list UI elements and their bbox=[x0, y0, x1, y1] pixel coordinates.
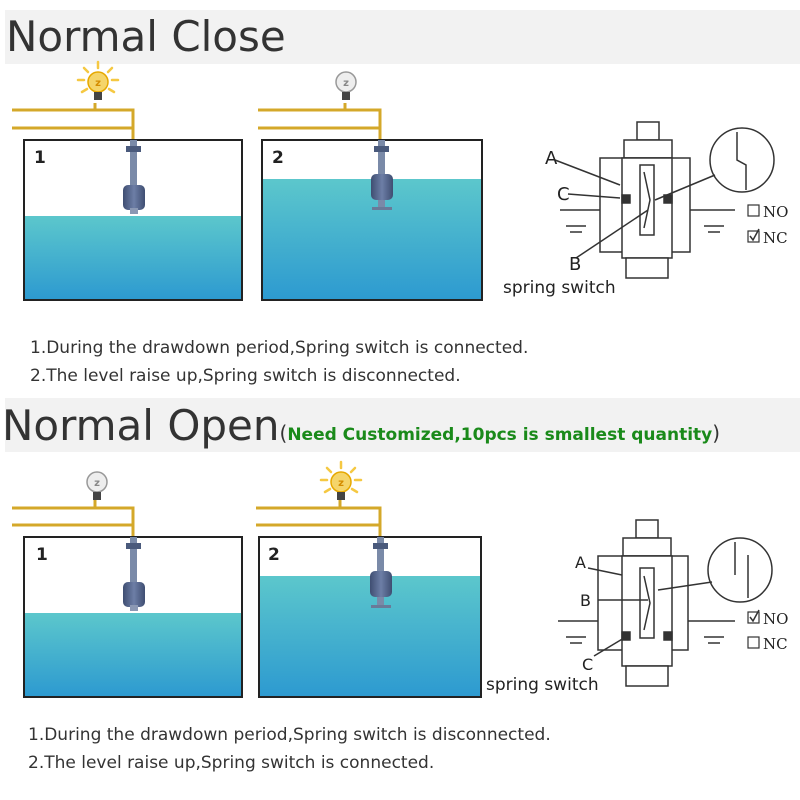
svg-text:z: z bbox=[94, 478, 100, 489]
checkbox-nc-checked: NC bbox=[747, 228, 788, 247]
svg-text:NO: NO bbox=[763, 203, 788, 221]
svg-text:z: z bbox=[343, 78, 349, 89]
panel-number: 2 bbox=[268, 545, 280, 565]
lamp-on-icon: z bbox=[319, 460, 363, 500]
wire bbox=[343, 103, 382, 140]
float-tip bbox=[371, 605, 391, 608]
lamp-off-icon: z bbox=[86, 471, 108, 500]
label-c: C bbox=[557, 184, 570, 205]
float-tip bbox=[372, 207, 392, 210]
label-a: A bbox=[545, 148, 558, 169]
no-switch-schematic bbox=[558, 519, 773, 687]
checkbox-nc: NC bbox=[747, 635, 788, 653]
wire bbox=[12, 500, 97, 510]
water bbox=[25, 613, 241, 696]
panel-number: 2 bbox=[272, 148, 284, 168]
no-description-1: 1.During the drawdown period,Spring swit… bbox=[28, 725, 551, 745]
wire bbox=[93, 103, 135, 140]
svg-text:NC: NC bbox=[763, 229, 788, 247]
nc-description-2: 2.The level raise up,Spring switch is di… bbox=[30, 366, 461, 386]
label-a: A bbox=[575, 553, 586, 572]
normal-close-title: Normal Close bbox=[6, 12, 286, 61]
nc-panel-2: 2 bbox=[258, 103, 483, 301]
normal-open-title-text: Normal Open bbox=[2, 401, 280, 450]
normal-open-title: Normal Open(Need Customized,10pcs is sma… bbox=[2, 401, 720, 450]
float-body bbox=[123, 185, 145, 210]
spring-switch-caption: spring switch bbox=[503, 278, 616, 298]
float-stem bbox=[130, 140, 137, 190]
wire bbox=[256, 500, 342, 510]
wire bbox=[93, 500, 135, 537]
customization-note: Need Customized,10pcs is smallest quanti… bbox=[287, 425, 713, 445]
float-ring bbox=[374, 146, 389, 152]
float-ring bbox=[126, 543, 141, 549]
float-ring bbox=[126, 146, 141, 152]
wire bbox=[258, 103, 347, 112]
normal-open-band bbox=[5, 398, 800, 452]
float-stem bbox=[130, 537, 137, 587]
water bbox=[25, 216, 241, 299]
checkbox-no: NO bbox=[747, 203, 788, 221]
normal-close-band bbox=[5, 10, 800, 64]
panel-number: 1 bbox=[34, 148, 46, 168]
nc-panel-1: 1 bbox=[12, 103, 243, 301]
svg-text:NO: NO bbox=[763, 610, 788, 628]
wire bbox=[12, 103, 97, 112]
panel-number: 1 bbox=[36, 545, 48, 565]
float-ring bbox=[373, 543, 388, 549]
wire bbox=[338, 500, 382, 537]
water bbox=[263, 179, 481, 299]
lamp-on-icon: z bbox=[76, 60, 120, 100]
svg-text:NC: NC bbox=[763, 635, 788, 653]
no-description-2: 2.The level raise up,Spring switch is co… bbox=[28, 753, 435, 773]
label-b: B bbox=[569, 254, 581, 275]
float-body bbox=[371, 174, 393, 200]
no-panel-1: 1 bbox=[12, 500, 243, 698]
nc-switch-schematic bbox=[554, 121, 775, 279]
float-tip bbox=[130, 605, 138, 611]
float-body bbox=[370, 571, 392, 597]
note-open-paren: ( bbox=[279, 421, 288, 445]
label-b: B bbox=[580, 591, 591, 610]
svg-text:z: z bbox=[338, 478, 344, 489]
water bbox=[260, 576, 480, 696]
checkbox-no-checked: NO bbox=[747, 609, 788, 628]
no-panel-2: 2 bbox=[256, 500, 482, 698]
spring-switch-caption: spring switch bbox=[486, 675, 599, 695]
note-close-paren: ) bbox=[712, 421, 721, 445]
float-tip bbox=[130, 208, 138, 214]
lamp-off-icon: z bbox=[335, 71, 357, 100]
label-c: C bbox=[582, 655, 593, 674]
nc-description-1: 1.During the drawdown period,Spring swit… bbox=[30, 338, 529, 358]
svg-text:z: z bbox=[95, 78, 101, 89]
float-body bbox=[123, 582, 145, 607]
